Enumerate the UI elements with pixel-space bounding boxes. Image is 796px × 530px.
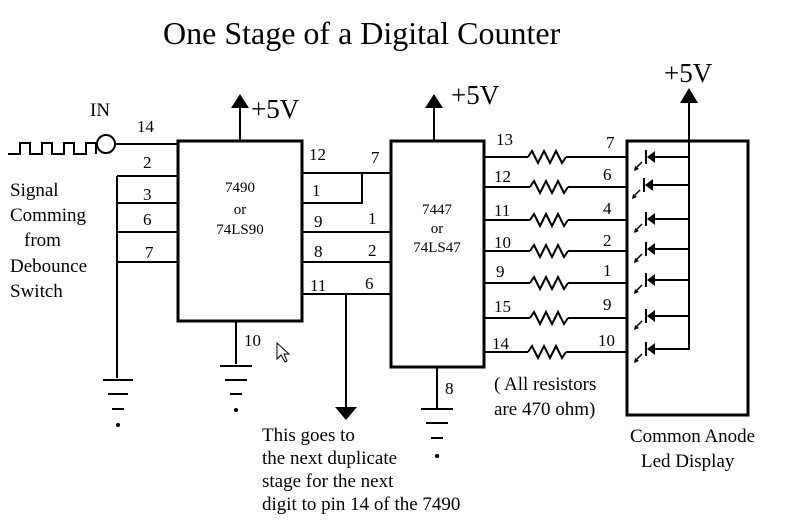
led-display [625, 139, 750, 417]
ground-icon [421, 408, 453, 458]
led-icon [632, 178, 689, 199]
next-stage-arrow-icon [335, 407, 357, 420]
counter-chip-alt: 74LS90 [216, 222, 264, 238]
resistor-icon [527, 148, 567, 166]
cursor-icon [276, 341, 291, 363]
input-label: IN [90, 100, 110, 121]
decoder-vcc-arrow-icon [425, 94, 443, 108]
display-pin-4: 4 [603, 199, 612, 218]
ground-icon [220, 365, 252, 412]
decoder-vcc-label: +5V [451, 80, 500, 110]
display-vcc-label: +5V [664, 58, 713, 88]
counter-pin-3: 3 [143, 185, 152, 204]
counter-vcc-arrow-icon [231, 94, 249, 108]
led-icon [634, 242, 689, 263]
led-array [632, 150, 689, 363]
decoder-chip-name: 7447 [422, 202, 453, 218]
signal-label-line: Switch [10, 281, 63, 302]
signal-label-line: Signal [10, 180, 59, 201]
counter-pin-8: 8 [314, 242, 323, 261]
decoder-pin-12: 12 [494, 167, 511, 186]
counter-pin-11: 11 [310, 276, 326, 295]
next-stage-note: This goes to the next duplicate stage fo… [262, 425, 460, 515]
signal-label-line: Comming [10, 205, 87, 226]
input-terminal [96, 134, 116, 154]
next-stage-note-line: stage for the next [262, 471, 394, 492]
decoder-pin-10: 10 [494, 233, 511, 252]
signal-label: Signal Comming from Debounce Switch [10, 180, 87, 302]
counter-pin-7: 7 [145, 243, 154, 262]
counter-pin-9: 9 [314, 212, 323, 231]
decoder-pin-15: 15 [494, 297, 511, 316]
display-pin-9: 9 [603, 295, 612, 314]
decoder-pin-9: 9 [496, 262, 505, 281]
decoder-pin-8: 8 [445, 379, 454, 398]
next-stage-note-line: This goes to [262, 425, 355, 446]
resistor-icon [529, 211, 569, 229]
decoder-pin-7: 7 [371, 148, 380, 167]
display-label-line: Led Display [641, 451, 735, 472]
display-vcc-arrow-icon [680, 88, 698, 103]
decoder-pin-13: 13 [496, 130, 513, 149]
led-icon [634, 342, 689, 363]
decoder-chip-alt: 74LS47 [413, 240, 461, 256]
counter-vcc-label: +5V [251, 94, 300, 124]
decoder-pin-1: 1 [368, 209, 377, 228]
display-pin-7: 7 [606, 133, 615, 152]
led-icon [634, 212, 689, 233]
resistor-icon [529, 242, 569, 260]
counter-pin-10: 10 [244, 331, 261, 350]
counter-pin-12: 12 [309, 145, 326, 164]
counter-pin-6: 6 [143, 210, 152, 229]
decoder-pin-6: 6 [365, 274, 374, 293]
resistor-icon [529, 274, 569, 292]
diagram-title: One Stage of a Digital Counter [163, 15, 561, 51]
resistor-note-line: are 470 ohm) [494, 399, 595, 420]
next-stage-note-line: the next duplicate [262, 448, 397, 469]
resistor-icon [529, 178, 569, 196]
resistor-icon [529, 309, 569, 327]
signal-label-line: from [24, 230, 61, 251]
counter-pin-14: 14 [137, 117, 155, 136]
resistor-note-line: ( All resistors [494, 374, 596, 395]
led-icon [634, 309, 689, 330]
decoder-pin-14: 14 [492, 334, 510, 353]
resistor-icon [527, 343, 567, 361]
display-pin-1: 1 [603, 261, 612, 280]
ground-icon [103, 379, 133, 427]
counter-pin-2: 2 [143, 153, 152, 172]
display-pin-2: 2 [603, 231, 612, 250]
display-pin-6: 6 [603, 165, 612, 184]
decoder-pin-11: 11 [494, 201, 510, 220]
decoder-chip-7447 [389, 139, 486, 369]
display-label-line: Common Anode [630, 426, 755, 447]
signal-label-line: Debounce [10, 256, 87, 277]
decoder-chip-or: or [431, 221, 444, 237]
led-icon [634, 150, 689, 171]
resistor-rows [484, 148, 633, 361]
display-pin-10: 10 [598, 331, 615, 350]
square-wave-icon [8, 142, 97, 155]
counter-pin-1: 1 [312, 181, 321, 200]
counter-chip-name: 7490 [225, 180, 255, 196]
led-icon [634, 273, 689, 294]
decoder-pin-2: 2 [368, 241, 377, 260]
counter-chip-or: or [234, 202, 247, 218]
next-stage-note-line: digit to pin 14 of the 7490 [262, 494, 460, 515]
